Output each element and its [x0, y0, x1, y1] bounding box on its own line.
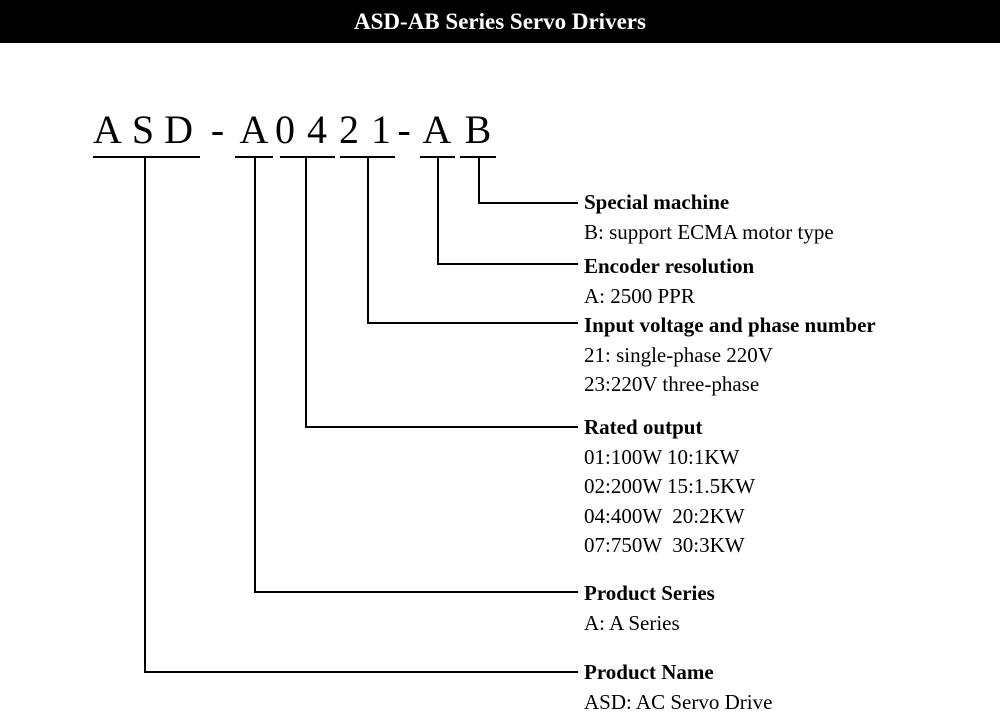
code-voltage: 21: [339, 107, 403, 152]
connector-encoder-v: [437, 158, 439, 265]
connector-voltage-v: [367, 158, 369, 324]
page-title: ASD-AB Series Servo Drivers: [354, 8, 646, 34]
connector-encoder-h: [437, 263, 578, 265]
connector-name-h: [144, 671, 578, 673]
code-dash-1: -: [210, 107, 225, 152]
code-special: B: [464, 107, 492, 152]
desc-voltage-heading: Input voltage and phase number: [584, 313, 876, 337]
connector-name-v: [144, 158, 146, 673]
code-output: 04: [275, 107, 339, 152]
code-name: ASD: [93, 107, 204, 152]
desc-encoder-heading: Encoder resolution: [584, 254, 755, 278]
desc-output-line: 04:400W 20:2KW: [584, 503, 745, 528]
desc-encoder-line: A: 2500 PPR: [584, 283, 695, 308]
underline-output: [280, 156, 335, 158]
desc-series-line: A: A Series: [584, 610, 680, 635]
desc-voltage-line: 23:220V three-phase: [584, 372, 760, 396]
desc-voltage: Input voltage and phase number 21: singl…: [584, 311, 876, 400]
underline-voltage: [340, 156, 395, 158]
underline-series: [235, 156, 273, 158]
desc-name: Product Name ASD: AC Servo Drive: [584, 658, 772, 717]
desc-voltage-line: 21: single-phase 220V: [584, 342, 773, 367]
code-series: A: [239, 107, 269, 152]
connector-output-v: [305, 158, 307, 428]
desc-output-line: 07:750W 30:3KW: [584, 533, 745, 557]
connector-series-v: [254, 158, 256, 593]
code-dash-2: -: [397, 107, 411, 152]
connector-output-h: [305, 426, 578, 428]
desc-output: Rated output 01:100W 10:1KW 02:200W 15:1…: [584, 413, 755, 561]
underline-name: [93, 156, 200, 158]
underline-encoder: [420, 156, 455, 158]
desc-output-heading: Rated output: [584, 415, 703, 439]
desc-name-heading: Product Name: [584, 660, 714, 684]
desc-output-line: 02:200W 15:1.5KW: [584, 474, 756, 498]
connector-voltage-h: [367, 322, 578, 324]
connector-special-h: [478, 202, 578, 204]
connector-series-h: [254, 591, 578, 593]
desc-name-line: ASD: AC Servo Drive: [584, 689, 773, 714]
desc-special-line: B: support ECMA motor type: [584, 219, 834, 244]
desc-output-line: 01:100W 10:1KW: [584, 444, 740, 469]
desc-encoder: Encoder resolution A: 2500 PPR: [584, 252, 754, 311]
desc-series-heading: Product Series: [584, 581, 715, 605]
desc-special: Special machine B: support ECMA motor ty…: [584, 188, 834, 247]
desc-series: Product Series A: A Series: [584, 579, 715, 638]
code-encoder: A: [422, 107, 452, 152]
connector-special-v: [478, 158, 480, 204]
title-bar: ASD-AB Series Servo Drivers: [0, 0, 1000, 43]
underline-special: [460, 156, 496, 158]
desc-special-heading: Special machine: [584, 190, 730, 214]
